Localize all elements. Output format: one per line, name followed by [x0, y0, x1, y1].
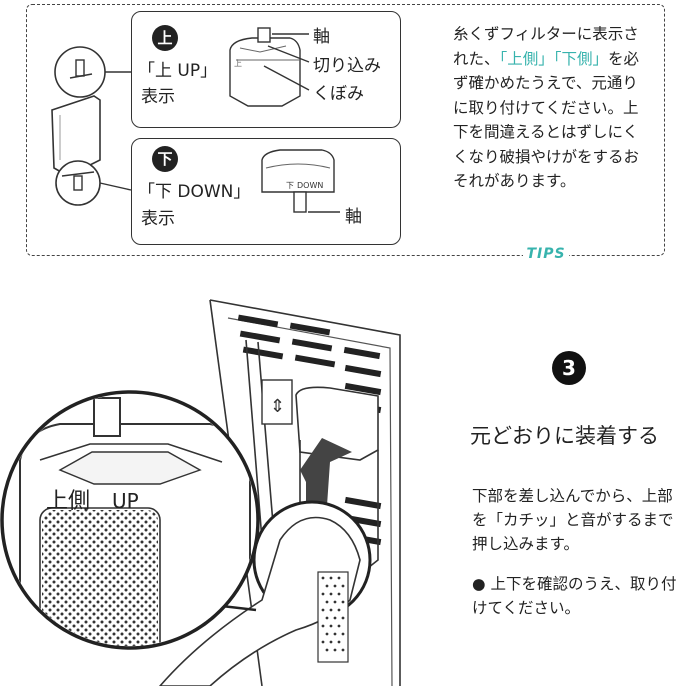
zoom-dot-pattern — [42, 510, 158, 676]
zoom-label-up: UP — [112, 489, 139, 513]
step-body-note: ● 上下を確認のうえ、取り付けてください。 — [472, 572, 677, 620]
zoom-label-side: 上側 — [46, 489, 90, 514]
step-title: 元どおりに装着する — [470, 420, 659, 450]
step-body-text: 下部を差し込んでから、上部を「カチッ」と音がするまで押し込みます。 — [472, 484, 677, 556]
step-number-badge: 3 — [552, 351, 586, 385]
svg-text:⇕: ⇕ — [270, 396, 285, 417]
step-body: 下部を差し込んでから、上部を「カチッ」と音がするまで押し込みます。 ● 上下を確… — [472, 484, 677, 636]
